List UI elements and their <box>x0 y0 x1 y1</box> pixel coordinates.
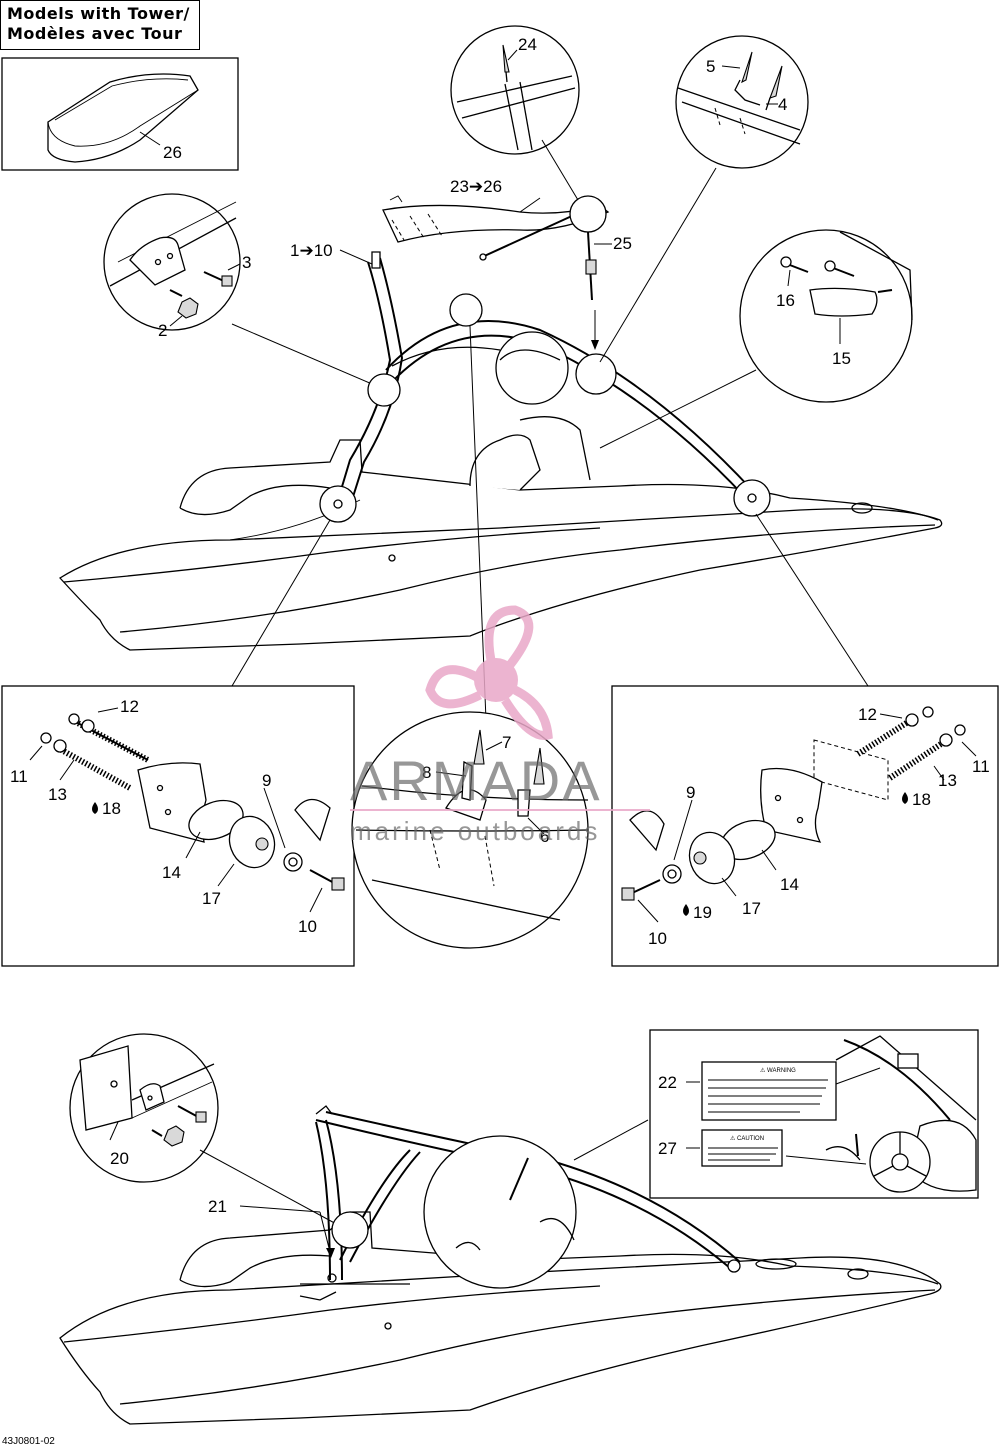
callout-26: 26 <box>163 143 182 162</box>
callout-20: 20 <box>110 1149 129 1168</box>
callout-24: 24 <box>518 35 537 54</box>
left-callout-9: 9 <box>262 771 271 790</box>
boat-bottom: 21 <box>59 1105 942 1425</box>
middle-callout-8: 8 <box>422 763 431 782</box>
callout-23-26: 23➔26 <box>450 177 502 196</box>
armada-watermark: ARMADA marine outboards <box>350 605 650 846</box>
right-callout-10: 10 <box>648 929 667 948</box>
watermark-tagline: marine outboards <box>350 816 600 846</box>
callout-27: 27 <box>658 1139 677 1158</box>
left-callout-12: 12 <box>120 697 139 716</box>
right-callout-14: 14 <box>780 875 799 894</box>
left-callout-10: 10 <box>298 917 317 936</box>
title-line-english: Models with Tower/ <box>7 4 190 23</box>
callout-3: 3 <box>242 253 251 272</box>
callout-16: 16 <box>776 291 795 310</box>
callout-4: 4 <box>778 95 787 114</box>
callout-1-10: 1➔10 <box>290 241 333 260</box>
detail-circle-4-5: 5 4 <box>675 35 809 169</box>
left-callout-13: 13 <box>48 785 67 804</box>
board-rack: 23➔26 25 <box>382 139 632 350</box>
callout-21: 21 <box>208 1197 227 1216</box>
caution-decal-title: ⚠ CAUTION <box>730 1135 764 1142</box>
watermark-brand: ARMADA <box>350 749 602 812</box>
callout-25: 25 <box>613 234 632 253</box>
right-mount-detail: 12 11 13 18 9 14 17 19 10 <box>611 685 999 967</box>
right-callout-11: 11 <box>972 757 990 776</box>
detail-circle-6-7-8: 7 8 6 <box>351 711 589 949</box>
right-callout-13: 13 <box>938 771 957 790</box>
middle-callout-7: 7 <box>502 733 511 752</box>
title-line-french: Modèles avec Tour <box>7 24 183 43</box>
propeller-logo-icon <box>425 605 553 741</box>
callout-5: 5 <box>706 57 715 76</box>
callout-15: 15 <box>832 349 851 368</box>
figure-code: 43J0801-02 <box>2 1436 55 1447</box>
right-callout-9: 9 <box>686 783 695 802</box>
middle-callout-6: 6 <box>540 827 549 846</box>
right-callout-19: 19 <box>693 903 712 922</box>
right-callout-12: 12 <box>858 705 877 724</box>
left-mount-detail: 12 11 13 18 9 14 17 10 <box>1 685 355 967</box>
left-callout-17: 17 <box>202 889 221 908</box>
detail-circle-15-16: 16 15 <box>599 229 913 449</box>
left-callout-18: 18 <box>102 799 121 818</box>
right-callout-18: 18 <box>912 790 931 809</box>
boat-top: 1➔10 <box>58 167 943 721</box>
detail-circle-20: 20 <box>69 1033 341 1227</box>
right-callout-17: 17 <box>742 899 761 918</box>
callout-22: 22 <box>658 1073 677 1092</box>
warning-decal-title: ⚠ WARNING <box>760 1067 796 1074</box>
left-callout-14: 14 <box>162 863 181 882</box>
detail-circle-2-3: 3 2 <box>103 193 373 385</box>
decal-inset: ⚠ WARNING ⚠ CAUTION 22 27 <box>649 1029 979 1199</box>
diagram-title: Models with Tower/ Modèles avec Tour <box>0 0 200 50</box>
callout-2: 2 <box>158 321 167 340</box>
left-callout-11: 11 <box>10 767 28 786</box>
cushion-inset: 26 <box>1 57 239 171</box>
detail-circle-24: 24 <box>450 25 580 155</box>
